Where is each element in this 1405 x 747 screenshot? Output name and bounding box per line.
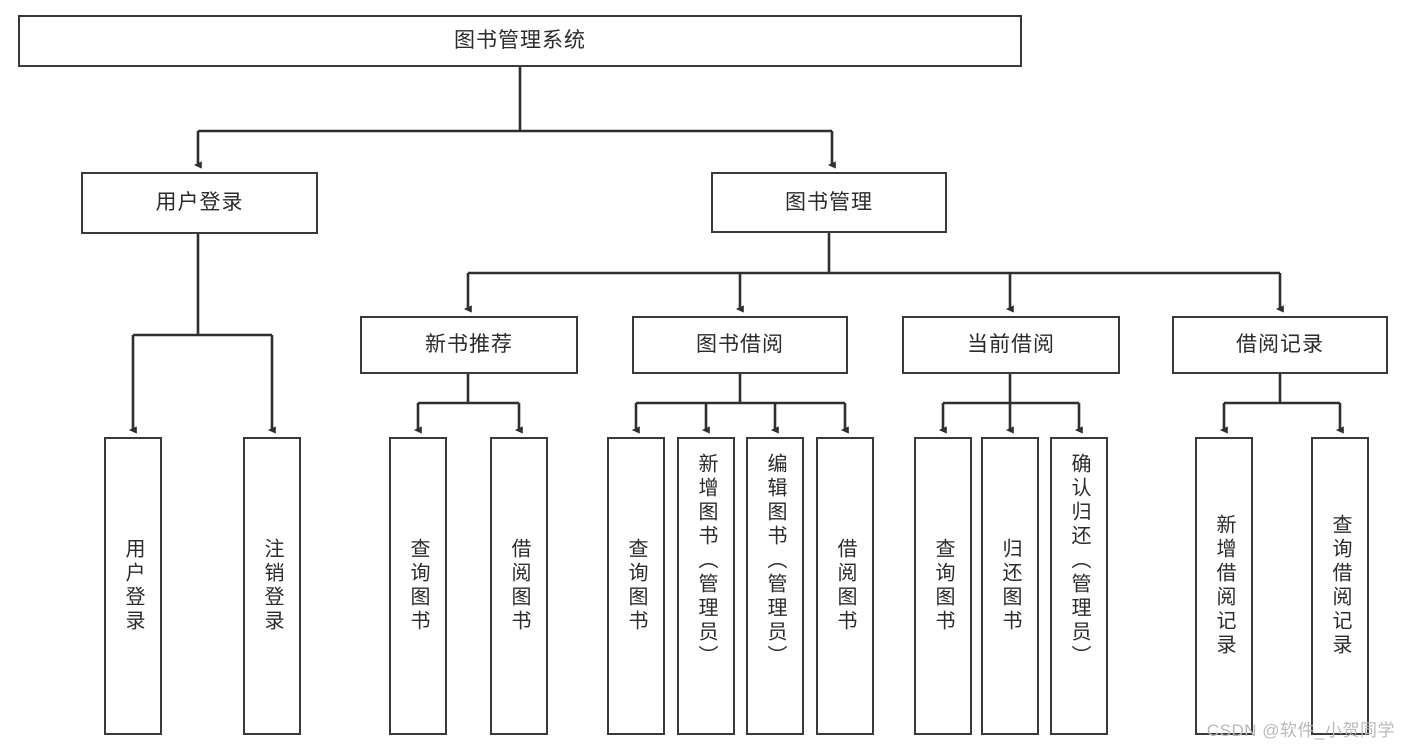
node-root-label: 图书管理系统 <box>454 29 586 53</box>
node-new-book-recommend[interactable]: 新书推荐 <box>360 316 578 374</box>
node-leaf-query-record-label: 查询借阅记录 <box>1329 514 1351 658</box>
node-leaf-borrow-book-1-label: 借阅图书 <box>508 538 530 634</box>
node-leaf-confirm-return-label: 确认归还（管理员） <box>1068 453 1090 669</box>
node-leaf-logout[interactable]: 注销登录 <box>243 437 301 735</box>
node-user-login-label: 用户登录 <box>155 191 244 215</box>
node-borrow-record-label: 借阅记录 <box>1236 333 1324 357</box>
node-leaf-user-login[interactable]: 用户登录 <box>104 437 162 735</box>
node-leaf-user-login-label: 用户登录 <box>122 538 144 634</box>
watermark-text: CSDN @软件_小贺同学 <box>1206 721 1395 740</box>
node-book-management-label: 图书管理 <box>785 190 873 214</box>
node-leaf-confirm-return[interactable]: 确认归还（管理员） <box>1050 437 1108 735</box>
node-leaf-query-book-3-label: 查询图书 <box>932 538 954 634</box>
node-leaf-query-book-3[interactable]: 查询图书 <box>914 437 972 735</box>
node-leaf-add-book[interactable]: 新增图书（管理员） <box>677 437 735 735</box>
node-leaf-borrow-book-2-label: 借阅图书 <box>834 538 856 634</box>
node-leaf-logout-label: 注销登录 <box>261 538 283 634</box>
node-book-management[interactable]: 图书管理 <box>711 172 947 233</box>
node-leaf-return-book-label: 归还图书 <box>999 538 1021 634</box>
node-leaf-add-record-label: 新增借阅记录 <box>1213 514 1235 658</box>
node-leaf-edit-book[interactable]: 编辑图书（管理员） <box>746 437 804 735</box>
node-leaf-add-book-label: 新增图书（管理员） <box>695 453 717 669</box>
node-current-borrow-label: 当前借阅 <box>967 333 1055 357</box>
node-new-book-recommend-label: 新书推荐 <box>425 333 513 357</box>
node-user-login[interactable]: 用户登录 <box>81 172 318 234</box>
node-leaf-borrow-book-2[interactable]: 借阅图书 <box>816 437 874 735</box>
node-leaf-query-book-1[interactable]: 查询图书 <box>389 437 447 735</box>
node-book-borrow-label: 图书借阅 <box>696 333 784 357</box>
node-leaf-borrow-book-1[interactable]: 借阅图书 <box>490 437 548 735</box>
node-borrow-record[interactable]: 借阅记录 <box>1172 316 1388 374</box>
node-leaf-query-book-2[interactable]: 查询图书 <box>607 437 665 735</box>
node-book-borrow[interactable]: 图书借阅 <box>632 316 848 374</box>
node-leaf-query-record[interactable]: 查询借阅记录 <box>1311 437 1369 735</box>
node-leaf-return-book[interactable]: 归还图书 <box>981 437 1039 735</box>
node-leaf-add-record[interactable]: 新增借阅记录 <box>1195 437 1253 735</box>
node-leaf-query-book-2-label: 查询图书 <box>625 538 647 634</box>
node-leaf-query-book-1-label: 查询图书 <box>407 538 429 634</box>
node-current-borrow[interactable]: 当前借阅 <box>902 316 1120 374</box>
node-root[interactable]: 图书管理系统 <box>18 15 1022 67</box>
node-leaf-edit-book-label: 编辑图书（管理员） <box>764 453 786 669</box>
